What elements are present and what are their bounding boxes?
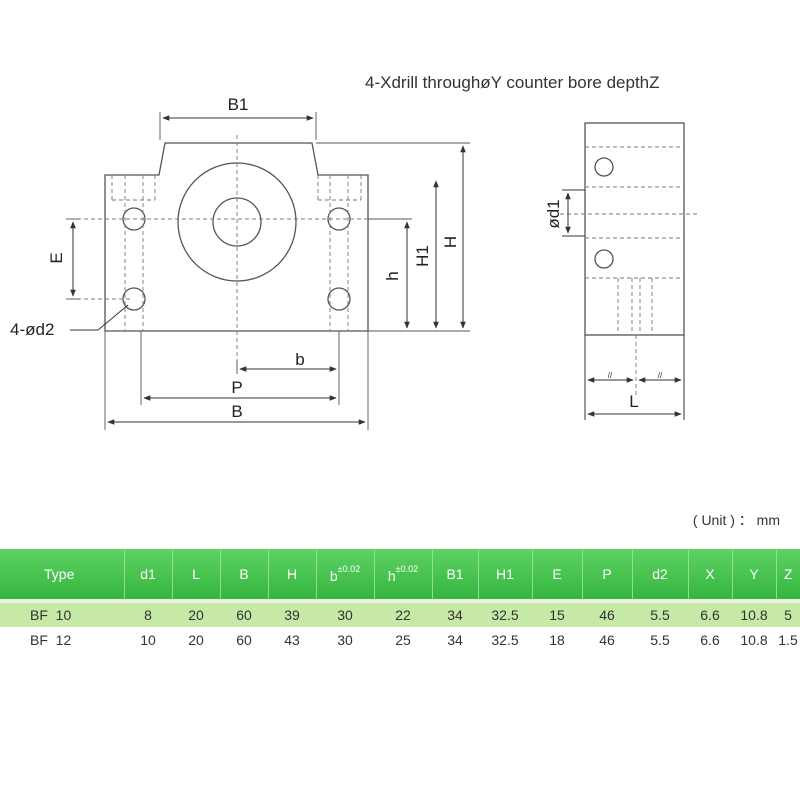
table-cell: 30 xyxy=(316,599,374,627)
label-b: b xyxy=(295,350,304,369)
column-header: X xyxy=(688,549,733,601)
label-H1: H1 xyxy=(413,245,432,267)
label-E: E xyxy=(47,252,66,263)
front-view xyxy=(104,142,369,332)
front-dimensions xyxy=(70,115,466,425)
half-mark-right: // xyxy=(658,371,663,380)
table-cell: 34 xyxy=(432,599,478,627)
table-cell: 1.5 xyxy=(776,627,800,653)
table-cell: 46 xyxy=(582,627,632,653)
column-header: B xyxy=(220,549,269,601)
column-header: h±0.02 xyxy=(374,549,433,601)
label-P: P xyxy=(231,378,242,397)
table-cell: 30 xyxy=(316,627,374,653)
column-header: b±0.02 xyxy=(316,549,375,601)
column-header: Z xyxy=(776,549,800,601)
table-cell: 22 xyxy=(374,599,432,627)
drawing-svg: B1 E 4-ød2 h H1 H b P B ød1 xyxy=(10,95,700,430)
label-B1: B1 xyxy=(228,95,249,114)
table-cell: 8 xyxy=(124,599,172,627)
table-cell: 25 xyxy=(374,627,432,653)
table-cell: 6.6 xyxy=(688,599,732,627)
drill-note: 4-Xdrill throughøY counter bore depthZ xyxy=(365,73,660,92)
table-cell: 60 xyxy=(220,627,268,653)
table-cell: 20 xyxy=(172,599,220,627)
table-cell: 46 xyxy=(582,599,632,627)
front-hidden-lines xyxy=(70,135,412,372)
column-header: Type xyxy=(0,549,125,601)
table-cell: 20 xyxy=(172,627,220,653)
table-cell: 10.8 xyxy=(732,627,776,653)
table-cell: 43 xyxy=(268,627,316,653)
column-header: H xyxy=(268,549,317,601)
table-cell: 10.8 xyxy=(732,599,776,627)
table-cell: 5 xyxy=(776,599,800,627)
hole-bottom-right xyxy=(327,287,351,311)
side-hidden-lines xyxy=(560,146,700,395)
label-h: h xyxy=(383,271,402,280)
label-d1: ød1 xyxy=(544,199,563,228)
side-outline xyxy=(584,122,685,336)
side-dimensions xyxy=(562,189,685,420)
table-cell: 32.5 xyxy=(478,599,532,627)
column-header: P xyxy=(582,549,633,601)
column-header: L xyxy=(172,549,221,601)
side-hole-bottom xyxy=(594,249,614,269)
table-cell: 10 xyxy=(124,627,172,653)
label-L: L xyxy=(629,392,638,411)
side-hole-top xyxy=(594,157,614,177)
table-cell: 15 xyxy=(532,599,582,627)
column-header: E xyxy=(532,549,583,601)
table-cell: 6.6 xyxy=(688,627,732,653)
unit-note: ( Unit ) ： mm xyxy=(692,512,780,528)
label-H: H xyxy=(441,236,460,248)
side-view xyxy=(584,122,685,336)
column-header: d1 xyxy=(124,549,173,601)
table-cell: 32.5 xyxy=(478,627,532,653)
table-cell: 5.5 xyxy=(632,599,688,627)
table-cell: BF 10 xyxy=(0,599,124,627)
table-cell: 60 xyxy=(220,599,268,627)
label-d2: 4-ød2 xyxy=(10,320,54,339)
table-cell: 39 xyxy=(268,599,316,627)
column-header: H1 xyxy=(478,549,533,601)
table-cell: 34 xyxy=(432,627,478,653)
half-mark-left: // xyxy=(608,371,613,380)
column-header: d2 xyxy=(632,549,689,601)
label-B: B xyxy=(231,402,242,421)
column-header: Y xyxy=(732,549,777,601)
table-cell: BF 12 xyxy=(0,627,124,653)
table-cell: 18 xyxy=(532,627,582,653)
leader-d2 xyxy=(97,304,129,331)
front-extension-lines xyxy=(66,112,470,430)
table-cell: 5.5 xyxy=(632,627,688,653)
column-header: B1 xyxy=(432,549,479,601)
